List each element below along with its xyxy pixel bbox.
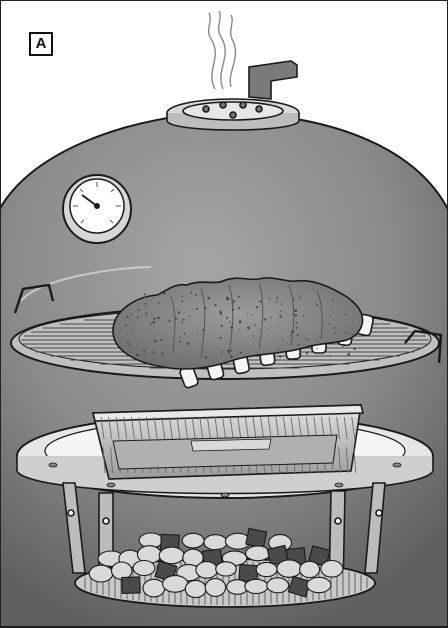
- drip-pan-icon: [93, 405, 363, 479]
- briquette: [216, 562, 237, 576]
- briquette: [246, 546, 270, 561]
- vent-handle: [249, 61, 297, 99]
- briquette: [307, 577, 331, 592]
- briquette: [133, 561, 155, 576]
- wood-chunk: [246, 528, 267, 547]
- briquette: [256, 562, 277, 576]
- briquette: [163, 576, 188, 593]
- briquette: [143, 579, 165, 597]
- briquette: [277, 560, 302, 577]
- top-vent: [167, 61, 299, 130]
- briquette: [205, 579, 225, 597]
- briquette: [300, 561, 320, 577]
- briquette: [245, 579, 268, 593]
- briquette: [321, 561, 343, 578]
- briquette: [204, 535, 227, 550]
- wood-chunk: [122, 577, 141, 594]
- briquette: [182, 533, 204, 548]
- thermometer-icon: [63, 175, 131, 243]
- briquette: [89, 565, 113, 582]
- smoke-icon: [209, 11, 236, 89]
- briquette: [267, 578, 289, 593]
- briquette: [185, 580, 206, 597]
- briquette: [196, 562, 218, 579]
- briquette: [159, 547, 184, 564]
